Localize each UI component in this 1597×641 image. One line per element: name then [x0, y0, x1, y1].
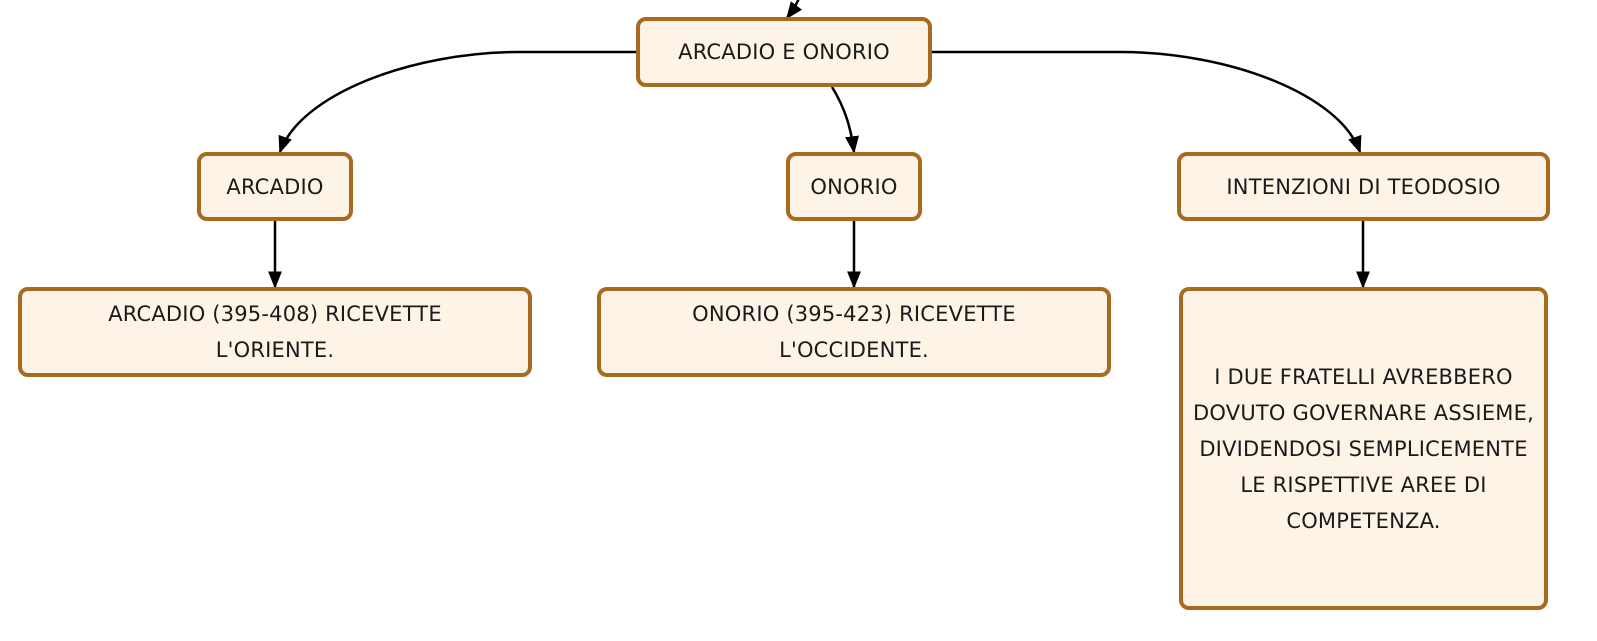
edge-root-intenzioni: [932, 50, 1362, 154]
node-label: I DUE FRATELLI AVREBBERO DOVUTO GOVERNAR…: [1193, 364, 1534, 533]
node-intenzioni-description[interactable]: I DUE FRATELLI AVREBBERO DOVUTO GOVERNAR…: [1179, 287, 1548, 610]
node-onorio-description[interactable]: ONORIO (395-423) RICEVETTE L'OCCIDENTE.: [597, 287, 1111, 377]
node-arcadio-e-onorio[interactable]: ARCADIO E ONORIO: [636, 17, 932, 87]
edge-root-arcadio: [278, 50, 636, 154]
node-onorio[interactable]: ONORIO: [786, 152, 922, 221]
edge-root-onorio: [830, 86, 859, 154]
node-label: ONORIO (395-423) RICEVETTE L'OCCIDENTE.: [692, 302, 1016, 362]
node-intenzioni-di-teodosio[interactable]: INTENZIONI DI TEODOSIO: [1177, 152, 1550, 221]
edge-incoming-root: [785, 0, 803, 20]
node-arcadio-description[interactable]: ARCADIO (395-408) RICEVETTE L'ORIENTE.: [18, 287, 532, 377]
node-label: ARCADIO: [226, 174, 324, 199]
node-label: ONORIO: [810, 174, 898, 199]
node-label: ARCADIO E ONORIO: [678, 40, 890, 64]
node-label: ARCADIO (395-408) RICEVETTE L'ORIENTE.: [108, 302, 442, 362]
node-label: INTENZIONI DI TEODOSIO: [1226, 174, 1501, 199]
node-arcadio[interactable]: ARCADIO: [197, 152, 353, 221]
